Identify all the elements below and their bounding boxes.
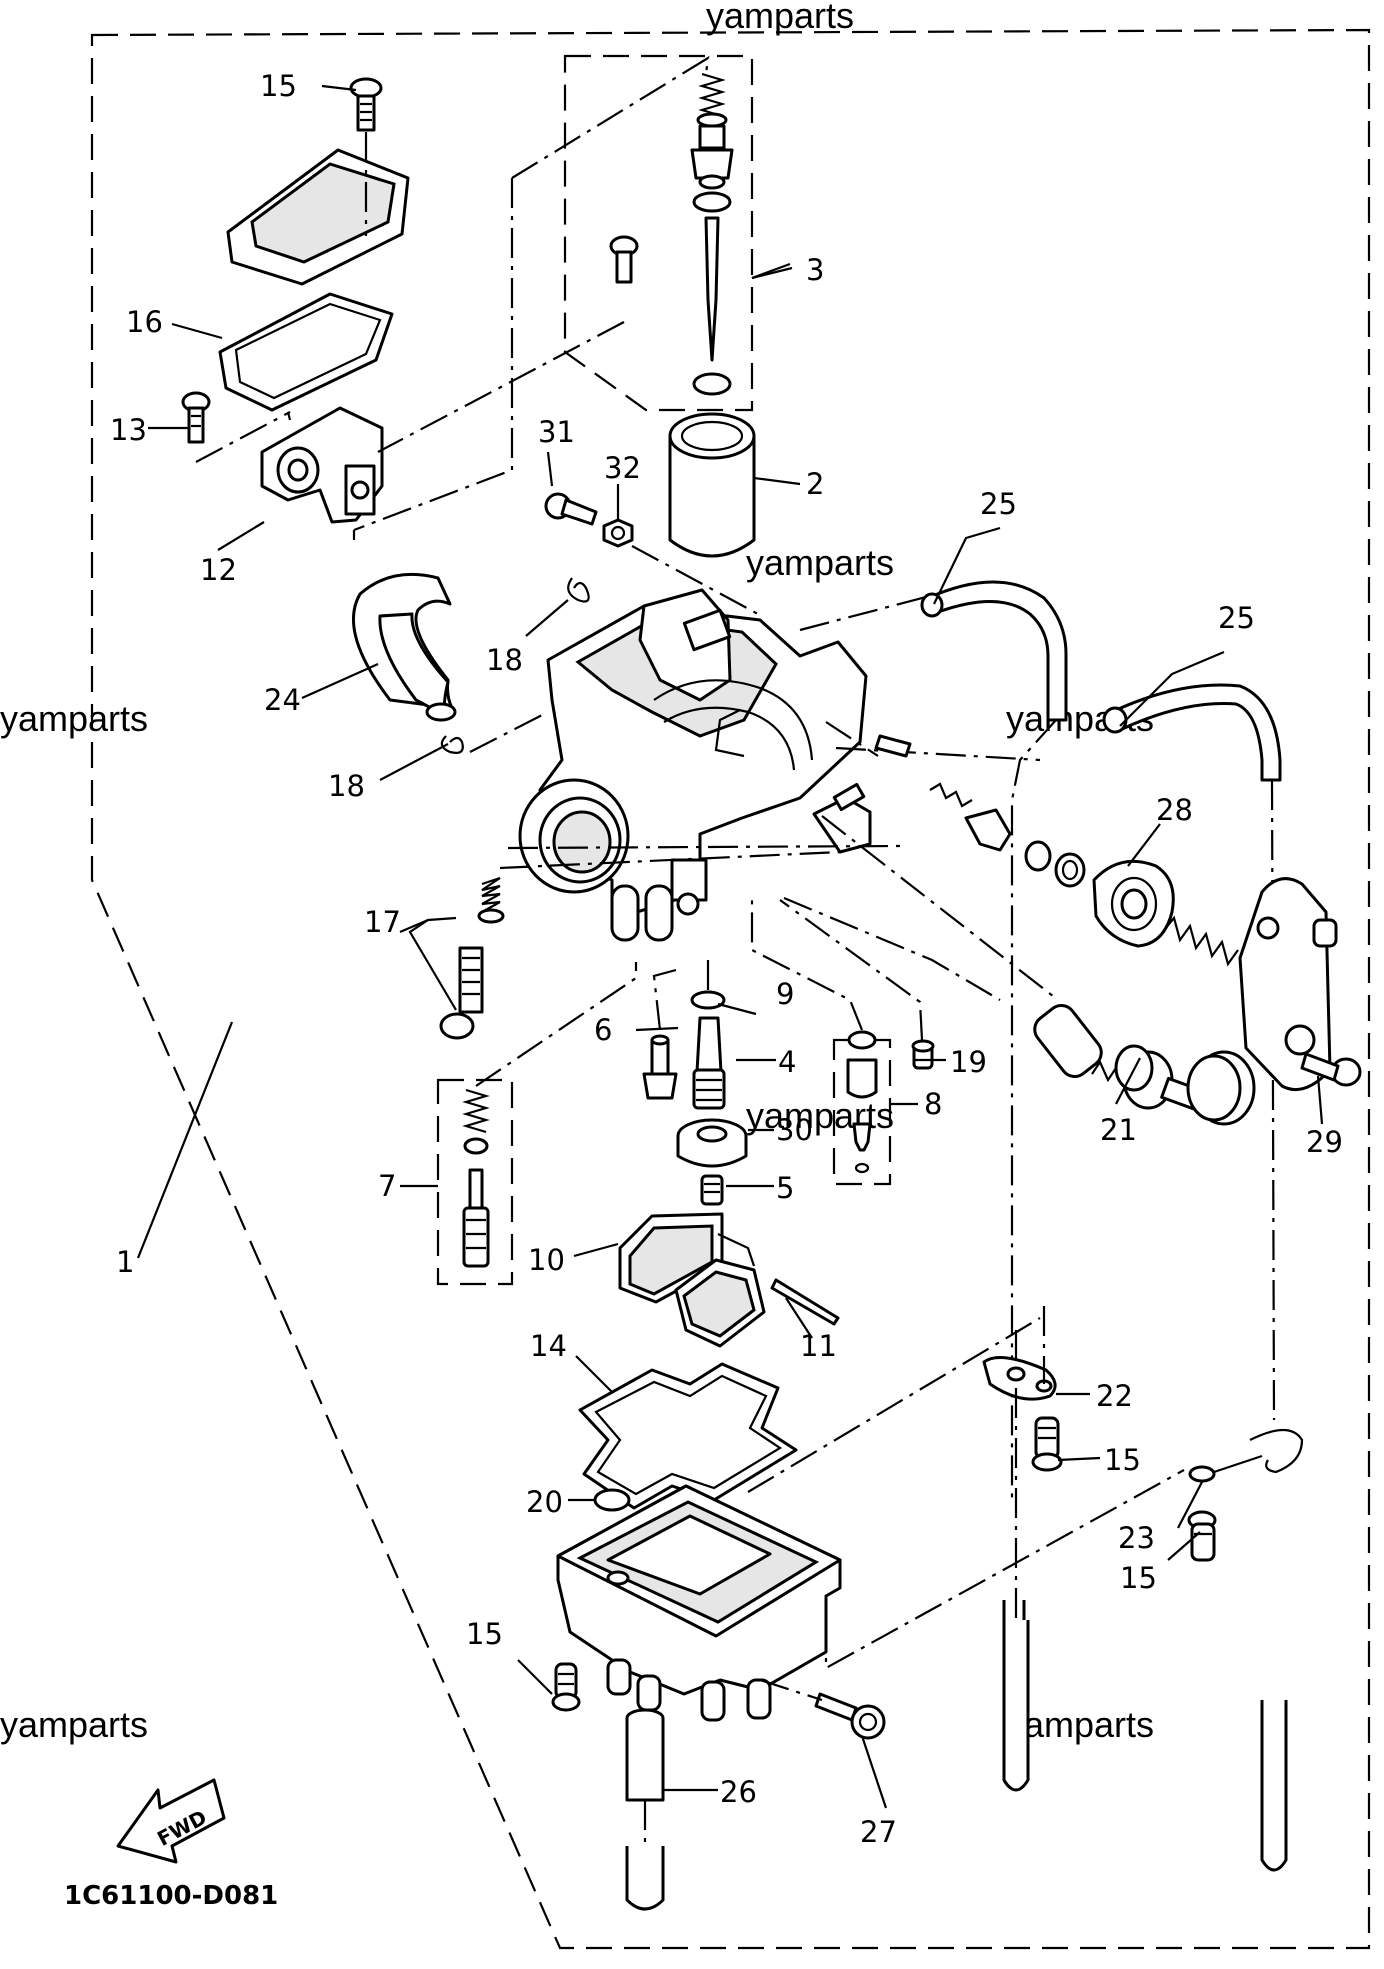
watermark: yamparts [746,542,894,583]
drain-screw-27 [814,1692,886,1740]
pump-diaphragm-28 [1092,859,1175,948]
hose-part-26 [625,1708,665,1911]
callout-14: 14 [530,1329,567,1363]
callout-labels: 1 2 3 4 5 6 7 8 9 10 11 12 13 14 15 15 1… [110,69,1343,1849]
callout-26: 26 [720,1775,757,1809]
callout-13: 13 [110,413,147,447]
carburetor-body [518,588,872,942]
needle-clip [692,191,732,213]
screw-part-19 [911,1039,935,1070]
needle-spring [696,72,728,128]
watermark: yamparts [0,698,148,739]
callout-20: 20 [526,1485,563,1519]
callout-17: 17 [364,905,401,939]
needle-kit-screw [609,235,639,284]
callout-25-left: 25 [980,487,1017,521]
pilot-jet-6 [642,1034,678,1100]
callout-4: 4 [778,1045,796,1079]
screw-part-15-lower-right [1187,1510,1217,1562]
throttle-lever [260,406,384,524]
needle-kit [563,54,791,412]
jet-holder-30 [676,1118,748,1168]
clip-part-18-upper [567,577,590,603]
screw-part-29 [1300,1052,1362,1087]
float-bowl [556,1484,842,1722]
starter-plunger-21 [1033,1004,1256,1126]
throttle-stop-screw-17 [439,876,505,1040]
hose-part-25-right-lower [1260,1700,1288,1872]
callout-12: 12 [200,553,237,587]
diagram-code: 1C61100-D081 [64,1881,278,1911]
o-ring-9 [690,990,726,1010]
callout-15-top: 15 [260,69,297,103]
callout-32: 32 [604,451,641,485]
needle-valve-kit-8 [832,1030,892,1186]
watermark: yamparts [1006,1704,1154,1745]
callout-6: 6 [594,1013,612,1047]
callout-leaders [136,84,1324,1809]
callout-23: 23 [1118,1521,1155,1555]
screw-part-15-right [1031,1416,1063,1472]
pump-spring [1163,915,1239,967]
callout-29: 29 [1306,1125,1343,1159]
needle-holder [690,124,734,190]
callout-16: 16 [126,305,163,339]
callout-19: 19 [950,1045,987,1079]
o-ring-20 [593,1488,631,1512]
hose-part-25-upper [920,580,1068,722]
jet-needle [704,216,720,362]
float-10 [618,1212,766,1348]
screw-part-31 [544,492,598,526]
float-pin-11 [770,1278,840,1326]
screw-part-15-left [551,1662,581,1712]
callout-30: 30 [776,1113,813,1147]
callout-31: 31 [538,415,575,449]
top-cover-group [181,77,410,524]
callout-15-lower-right: 15 [1120,1561,1157,1595]
pump-cover [1238,877,1338,1091]
callout-3: 3 [806,253,824,287]
callout-25-right: 25 [1218,601,1255,635]
callout-27: 27 [860,1815,897,1849]
watermark: yamparts [0,1704,148,1745]
callout-2: 2 [806,467,824,501]
pilot-screw-kit-7 [436,1078,514,1286]
callout-1: 1 [116,1245,134,1279]
assembly-boundary [90,28,1371,1950]
callout-5: 5 [776,1171,794,1205]
callout-22: 22 [1096,1379,1133,1413]
clip-part-18-lower [440,735,464,754]
callout-18-upper: 18 [486,643,523,677]
top-cover [226,132,410,286]
needle-washer [692,372,732,396]
callout-18-lower: 18 [328,769,365,803]
watermark: yamparts [706,0,854,36]
callout-15-left: 15 [466,1617,503,1651]
callout-10: 10 [528,1243,565,1277]
piston-valve [668,412,756,558]
hose-overflow-left [1002,1620,1030,1792]
callout-9: 9 [776,977,794,1011]
callout-28: 28 [1156,793,1193,827]
nut-part-32 [602,518,634,548]
pilot-screw-assembly [874,734,1086,888]
main-jet-5 [700,1174,724,1206]
screw-part-15-top [349,77,383,132]
watermarks: yamparts yamparts yamparts yamparts yamp… [0,0,1154,1745]
callout-7: 7 [378,1169,396,1203]
screw-part-13 [181,391,211,444]
fwd-arrow-icon: FWD [116,1778,226,1864]
callout-15-right: 15 [1104,1443,1141,1477]
callout-24: 24 [264,683,301,717]
callout-8: 8 [924,1087,942,1121]
callout-21: 21 [1100,1113,1137,1147]
clip-23 [1188,1428,1304,1483]
callout-11: 11 [800,1329,837,1363]
needle-jet-4 [692,1016,726,1110]
top-gasket [218,292,394,412]
